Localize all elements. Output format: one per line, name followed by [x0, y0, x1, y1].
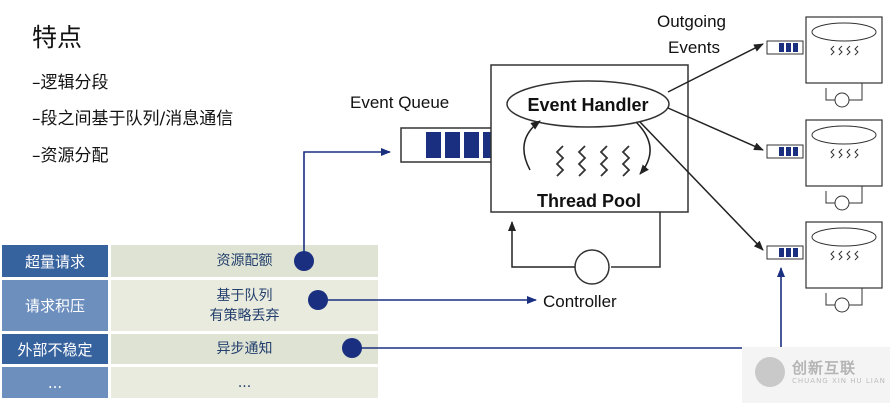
threads-icon — [555, 145, 631, 177]
slide-title: 特点 — [32, 23, 83, 52]
bullet-queue-messaging: –段之间基于队列/消息通信 — [32, 109, 234, 129]
queue-slot — [445, 132, 460, 158]
connector-dot — [308, 290, 328, 310]
loop-arrow-left — [523, 120, 541, 171]
queue-slot — [426, 132, 441, 158]
brand-logo-icon — [755, 357, 785, 387]
table-row-value: 资源配额 — [111, 245, 378, 277]
outgoing-arrow — [667, 107, 764, 151]
controller-circle — [574, 249, 610, 285]
table-row-label: 请求积压 — [2, 280, 111, 331]
table-row-value-line: ... — [237, 374, 252, 391]
table-row-value: 基于队列 有策略丢弃 — [111, 280, 378, 331]
table-row-value-line: 有策略丢弃 — [209, 307, 280, 324]
table-row-label: 超量请求 — [2, 245, 111, 277]
connector-dot — [342, 338, 362, 358]
outgoing-events-label-line1: Outgoing — [657, 12, 726, 31]
controller-label: Controller — [543, 292, 617, 311]
table-row-value-line: 基于队列 — [216, 287, 273, 304]
outgoing-events-label-line2: Events — [668, 38, 720, 57]
table-row-label: 外部不稳定 — [2, 334, 111, 364]
bullet-logical-segmentation: –逻辑分段 — [32, 73, 109, 93]
outgoing-arrow — [667, 43, 764, 93]
watermark-text: 创新互联 — [792, 359, 857, 377]
connector-dot — [294, 251, 314, 271]
table-row: ... ... — [2, 367, 378, 398]
table-row-value: 异步通知 — [111, 334, 378, 364]
downstream-stage — [766, 119, 883, 211]
table-row-value: ... — [111, 367, 378, 398]
controller-return-arrow — [508, 221, 575, 268]
loop-arrow-right — [635, 121, 651, 175]
table-row: 请求积压 基于队列 有策略丢弃 — [2, 280, 378, 331]
bullet-resource-allocation: –资源分配 — [32, 146, 109, 166]
event-handler-ellipse — [506, 80, 670, 128]
event-queue-label: Event Queue — [350, 93, 449, 112]
table-row-label: ... — [2, 367, 111, 398]
queue-slot — [464, 132, 479, 158]
event-queue — [400, 127, 504, 163]
table-row-value-line: 资源配额 — [216, 253, 273, 269]
table-row: 外部不稳定 异步通知 — [2, 334, 378, 364]
quota-to-queue-arrow — [303, 148, 391, 261]
table-row-value-line: 异步通知 — [216, 341, 273, 357]
watermark-subtext: CHUANG XIN HU LIAN — [792, 377, 886, 385]
downstream-stage — [766, 221, 883, 313]
outgoing-arrow — [639, 121, 764, 251]
thread-pool-label: Thread Pool — [537, 191, 641, 211]
controller-feedback-line — [611, 212, 661, 268]
table-row: 超量请求 资源配额 — [2, 245, 378, 277]
downstream-stage — [766, 16, 883, 108]
event-handler-label: Event Handler — [527, 95, 648, 115]
